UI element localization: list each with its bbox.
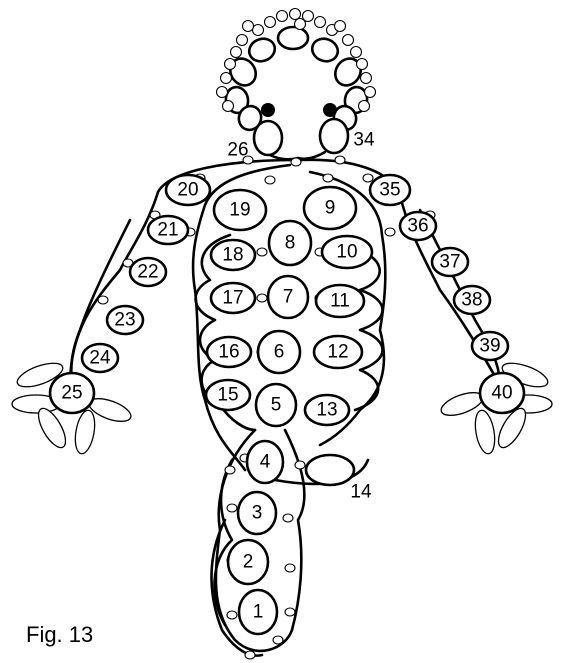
head-picot <box>217 87 228 98</box>
ring-label-21: 21 <box>157 220 178 241</box>
ring-label-16: 16 <box>218 342 239 363</box>
picot <box>291 158 301 166</box>
ring-label-1: 1 <box>253 602 264 623</box>
head-picot <box>277 11 288 22</box>
ring-label-12: 12 <box>327 342 348 363</box>
picot <box>257 294 267 302</box>
ring-label-18: 18 <box>222 245 243 266</box>
ring-label-39: 39 <box>479 336 500 357</box>
head-picot <box>231 47 242 58</box>
head-picot <box>315 17 326 28</box>
ring-label-10: 10 <box>336 242 357 263</box>
ring-label-9: 9 <box>325 198 336 219</box>
head-picot <box>223 101 234 112</box>
picot <box>98 296 108 304</box>
head-ring <box>309 35 341 65</box>
ring-label-2: 2 <box>243 552 254 573</box>
head-picot <box>335 21 346 32</box>
ring-26 <box>254 121 282 155</box>
ring-label-15: 15 <box>217 385 238 406</box>
ring-label-6: 6 <box>274 342 285 363</box>
ring-label-13: 13 <box>316 400 337 421</box>
head-picot <box>357 59 368 70</box>
picot <box>385 228 395 236</box>
ring-34 <box>320 119 348 153</box>
ring-label-25: 25 <box>61 383 82 404</box>
hand-petal <box>72 409 97 455</box>
head-picot <box>265 17 276 28</box>
hand-petal <box>472 409 497 455</box>
head-picot <box>295 19 306 30</box>
picot <box>273 636 283 644</box>
ring-label-40: 40 <box>491 383 512 404</box>
ring-label-24: 24 <box>89 348 111 369</box>
ring-label-37: 37 <box>439 252 460 273</box>
body-rings <box>50 119 524 634</box>
picot <box>363 174 373 182</box>
picot <box>245 651 255 659</box>
ring-label-19: 19 <box>229 200 250 221</box>
picot <box>285 608 295 616</box>
head-picot <box>290 9 301 20</box>
ring-label-22: 22 <box>137 262 158 283</box>
ring-14 <box>306 455 354 485</box>
ring-label-3: 3 <box>252 503 263 524</box>
ring-label-35: 35 <box>379 180 400 201</box>
ring-label-4: 4 <box>260 452 271 473</box>
picot <box>335 156 345 164</box>
figure-caption: Fig. 13 <box>26 622 93 648</box>
picot <box>323 174 333 182</box>
ring-label-7: 7 <box>283 287 294 308</box>
picot <box>283 514 293 522</box>
ring-label-14: 14 <box>350 482 372 503</box>
head-picot <box>351 47 362 58</box>
ring-label-34: 34 <box>353 130 375 151</box>
ring-labels: 1234567891011121314151617181920212223242… <box>61 130 512 623</box>
ring-label-5: 5 <box>271 395 282 416</box>
head-picot <box>365 87 376 98</box>
ring-label-11: 11 <box>330 291 350 312</box>
picot <box>227 504 237 512</box>
head-picot <box>237 35 248 46</box>
ring-label-38: 38 <box>461 290 482 311</box>
picot <box>295 461 305 469</box>
picot <box>227 611 237 619</box>
picot <box>225 466 235 474</box>
ring-label-26: 26 <box>227 140 248 161</box>
head-picot <box>361 73 372 84</box>
ring-label-17: 17 <box>222 288 243 309</box>
ring-label-23: 23 <box>114 310 135 331</box>
head-rings <box>217 9 376 134</box>
head-ring <box>246 35 278 65</box>
picot <box>265 176 275 184</box>
head-picot <box>225 59 236 70</box>
picot <box>285 564 295 572</box>
ring-label-20: 20 <box>177 180 198 201</box>
head-picot <box>359 101 370 112</box>
left-eye-dot <box>261 103 275 117</box>
right-eye-dot <box>323 103 337 117</box>
ring-label-36: 36 <box>407 216 428 237</box>
picot <box>257 248 267 256</box>
head-picot <box>221 73 232 84</box>
ring-label-8: 8 <box>285 233 296 254</box>
head-picot <box>253 25 264 36</box>
head-ring <box>278 27 308 49</box>
head-picot <box>243 21 254 32</box>
head-picot <box>343 35 354 46</box>
